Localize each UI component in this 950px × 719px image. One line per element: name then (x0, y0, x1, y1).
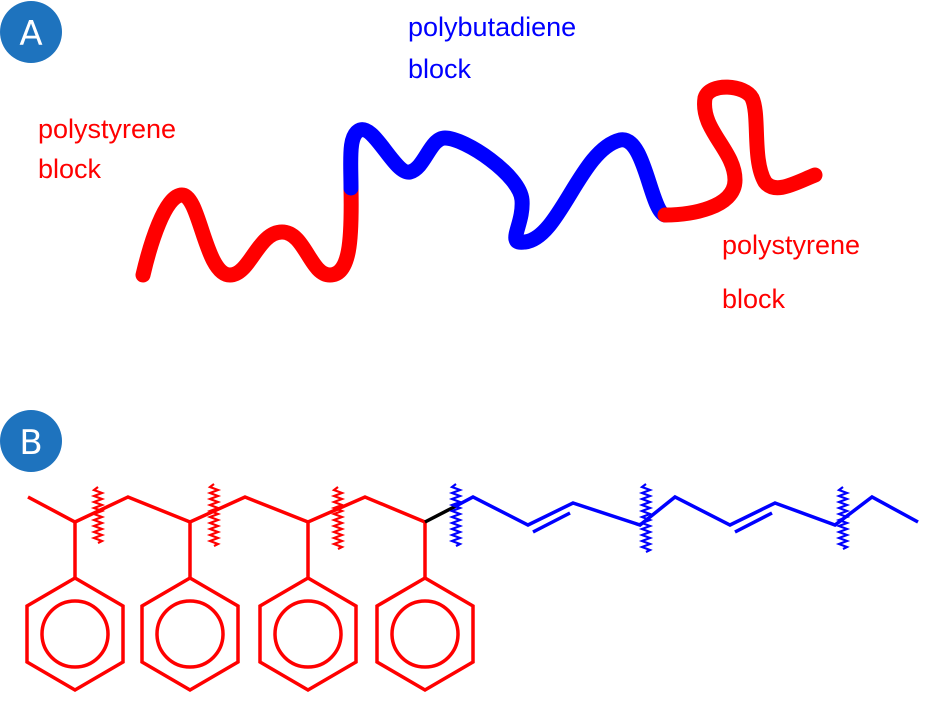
wavy-break-icon (206, 483, 222, 547)
pendant-bonds (73, 522, 427, 578)
double-bond-2-second-line (734, 511, 773, 534)
phenyl-ring-4 (375, 575, 475, 693)
phenyl-ring-2-aromatic-circle (155, 599, 225, 669)
polystyrene-backbone (27, 495, 426, 524)
polybutadiene-backbone (455, 494, 919, 527)
polybutadiene-block-coil (343, 122, 673, 250)
phenyl-ring-3-aromatic-circle (273, 599, 343, 669)
panel-b-badge-circle (0, 410, 62, 472)
panel-b-badge: B (0, 410, 62, 472)
phenyl-ring-3-hexagon (258, 575, 358, 693)
label-left-polystyrene-line2: block (38, 154, 102, 184)
wavy-break-icon (835, 486, 851, 550)
phenyl-ring-3 (258, 575, 358, 693)
phenyl-ring-4-hexagon (375, 575, 475, 693)
wavy-break-icon (90, 486, 106, 544)
phenyl-ring-2-hexagon (140, 575, 240, 693)
label-polybutadiene-line2: block (408, 54, 472, 84)
polystyrene-block-right-coil (657, 79, 823, 223)
wavy-break-icon (448, 483, 464, 547)
panel-a-badge-letter: A (19, 14, 42, 54)
panel-b-badge-letter: B (19, 423, 42, 463)
label-polybutadiene-line1: polybutadiene (408, 12, 576, 42)
phenyl-ring-1-hexagon (25, 575, 125, 693)
wavy-break-icon (330, 486, 346, 550)
label-right-polystyrene-line1: polystyrene (722, 230, 860, 260)
panel-a: A polystyrene block polybutadiene block … (0, 1, 860, 314)
phenyl-ring-2 (140, 575, 240, 693)
panel-b: B (0, 410, 919, 693)
phenyl-ring-1-aromatic-circle (40, 599, 110, 669)
phenyl-ring-1 (25, 575, 125, 693)
wavy-break-icon (638, 483, 654, 553)
polystyrene-block-left-coil (135, 180, 359, 283)
label-left-polystyrene-line1: polystyrene (38, 114, 176, 144)
label-right-polystyrene-line2: block (722, 284, 786, 314)
phenyl-ring-4-aromatic-circle (390, 599, 460, 669)
panel-a-badge: A (0, 1, 62, 63)
panel-a-badge-circle (0, 1, 62, 63)
double-bond-1-second-line (532, 511, 571, 534)
junction-bond (424, 504, 457, 524)
